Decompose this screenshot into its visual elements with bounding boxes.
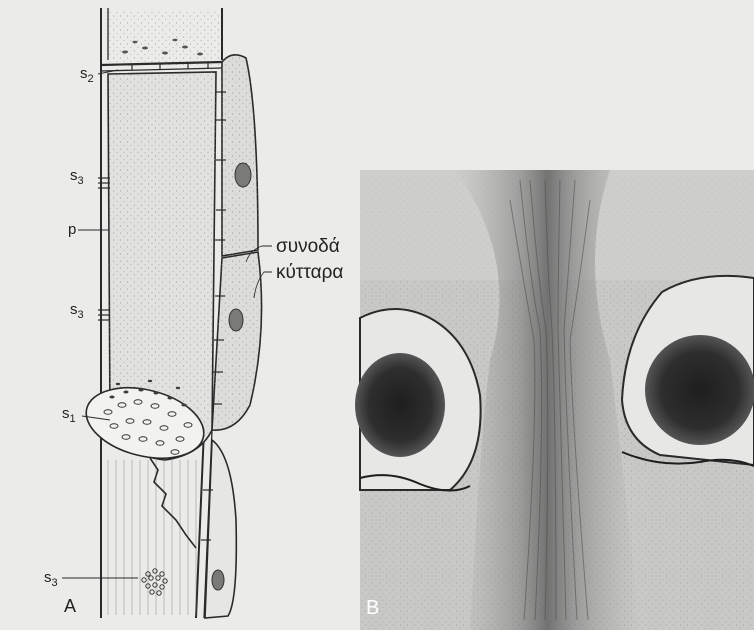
companion-cell-nucleus-upper bbox=[235, 163, 251, 187]
callout-companion-cells-line2: κύτταρα bbox=[276, 262, 343, 283]
right-wall-dark-region bbox=[645, 335, 754, 445]
upper-cell-contents bbox=[108, 10, 220, 65]
callout-companion-cells-line1: συνοδά bbox=[276, 236, 340, 257]
companion-cell-nucleus-lower bbox=[212, 570, 224, 590]
sieve-plate-s2-inner bbox=[101, 68, 222, 71]
label-p: p bbox=[68, 221, 76, 238]
lateral-sieve-area-s3-middle bbox=[98, 310, 110, 320]
panel-a-letter: A bbox=[64, 596, 76, 616]
panel-b-micrograph: B bbox=[355, 170, 754, 630]
companion-cell-lower bbox=[205, 440, 236, 618]
companion-cell-nucleus-middle bbox=[229, 309, 243, 331]
lower-element-wall-texture bbox=[103, 460, 198, 615]
panel-a-drawing: s2 s3 p s3 s1 s3 συνοδά κύτταρα A bbox=[44, 8, 343, 618]
label-s2: s2 bbox=[80, 65, 94, 85]
label-s3-middle: s3 bbox=[70, 301, 84, 321]
panel-b-letter: B bbox=[366, 597, 379, 619]
left-wall-dark-region bbox=[355, 353, 445, 457]
label-s3-top: s3 bbox=[70, 167, 84, 187]
label-s3-bottom: s3 bbox=[44, 569, 58, 589]
label-s1: s1 bbox=[62, 405, 76, 425]
